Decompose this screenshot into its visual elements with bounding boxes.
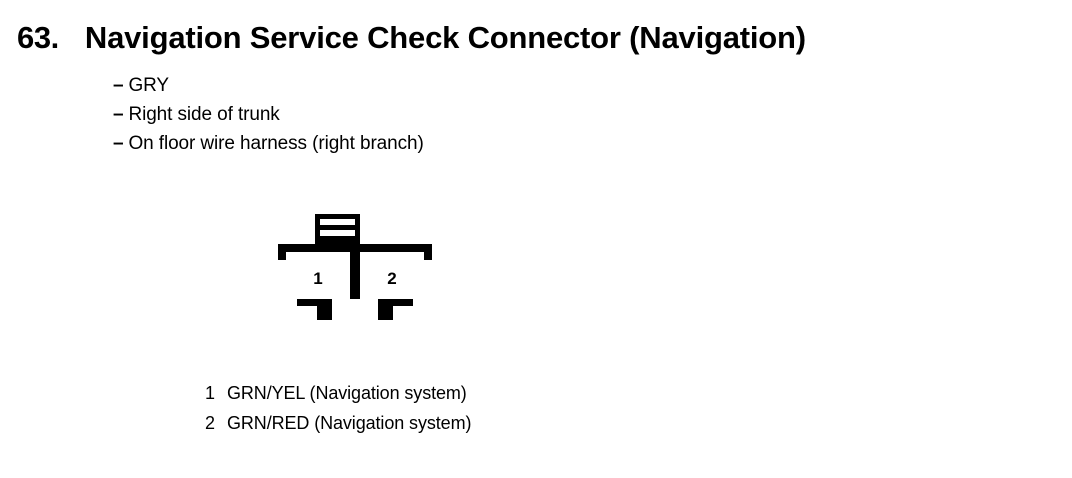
locking-tab-icon [315, 214, 360, 248]
legend-row: 2 GRN/RED (Navigation system) [205, 408, 471, 438]
section-number: 63. [17, 20, 59, 55]
pin-1-label: 1 [313, 269, 322, 288]
list-item: –GRY [113, 71, 424, 100]
list-item-label: On floor wire harness (right branch) [128, 133, 424, 154]
legend-row: 1 GRN/YEL (Navigation system) [205, 378, 471, 408]
dash-bullet-icon: – [113, 75, 124, 96]
list-item-label: Right side of trunk [128, 104, 280, 125]
list-item: –Right side of trunk [113, 100, 424, 129]
page-title: 63. Navigation Service Check Connector (… [17, 20, 806, 56]
connector-body-shape [278, 244, 432, 320]
dash-bullet-icon: – [113, 133, 124, 154]
legend-pin-number: 1 [205, 383, 215, 403]
list-item: –On floor wire harness (right branch) [113, 129, 424, 158]
legend-pin-description: GRN/RED (Navigation system) [227, 413, 472, 433]
pin-2-label: 2 [387, 269, 396, 288]
pin-legend: 1 GRN/YEL (Navigation system) 2 GRN/RED (N… [205, 378, 471, 438]
legend-pin-number: 2 [205, 413, 215, 433]
connector-details-list: –GRY –Right side of trunk –On floor wire… [113, 71, 424, 158]
section-title: Navigation Service Check Connector (Navi… [84, 20, 806, 55]
dash-bullet-icon: – [113, 104, 124, 125]
list-item-label: GRY [128, 75, 169, 96]
connector-diagram: 1 2 [270, 206, 445, 331]
legend-pin-description: GRN/YEL (Navigation system) [227, 383, 467, 403]
connector-outline-drawing: 1 2 [278, 214, 432, 320]
